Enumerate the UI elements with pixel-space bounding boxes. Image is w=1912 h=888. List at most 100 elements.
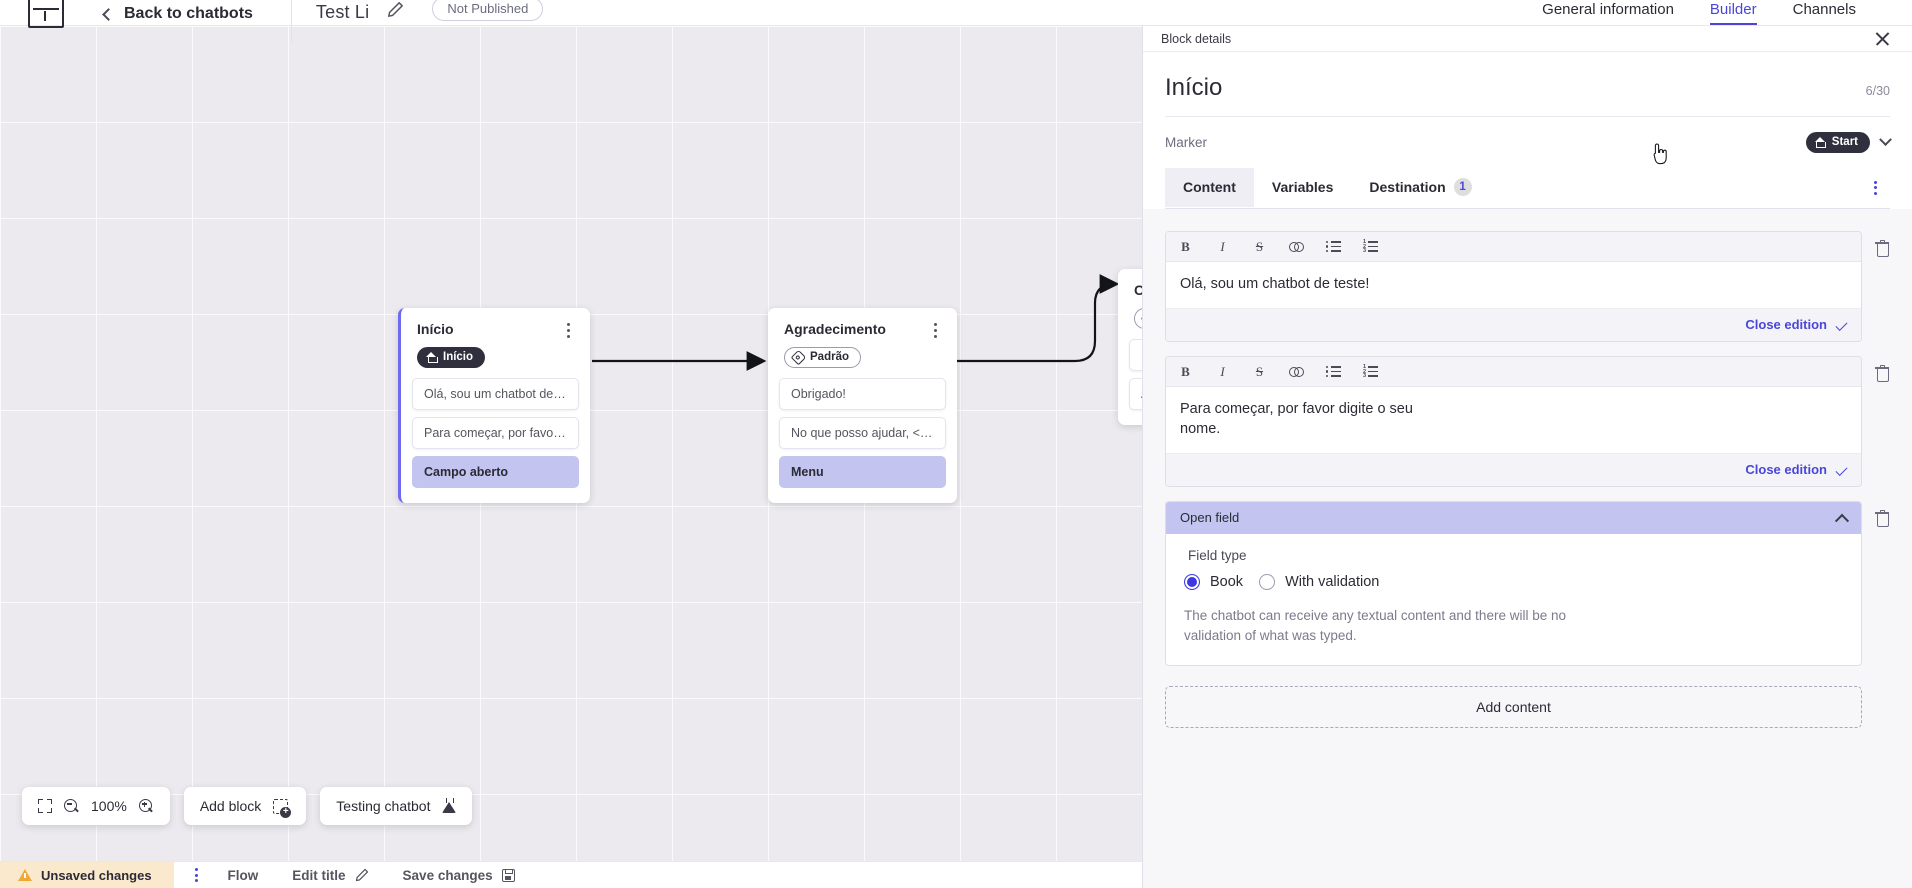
- unsaved-changes-indicator: Unsaved changes: [0, 861, 174, 888]
- header-divider: [290, 0, 292, 42]
- flow-node-agradecimento[interactable]: Agradecimento Padrão Obrigado! No que po…: [768, 308, 957, 503]
- edit-title-button[interactable]: Edit title: [292, 868, 368, 883]
- header-tabs: General information Builder Channels: [1542, 1, 1912, 25]
- open-field-description: The chatbot can receive any textual cont…: [1184, 608, 1566, 644]
- editor-text[interactable]: Para começar, por favor digite o seu nom…: [1166, 387, 1466, 453]
- radio-with-validation-label: With validation: [1285, 574, 1380, 590]
- open-field-body: Field type Book With validation The: [1166, 534, 1861, 665]
- trash-icon[interactable]: [1874, 239, 1890, 257]
- tag-icon: [790, 349, 807, 365]
- radio-book-label: Book: [1210, 574, 1244, 590]
- node-header: Agradecimento: [768, 308, 957, 339]
- node-row[interactable]: Obrigado!: [779, 378, 946, 410]
- chatbot-title: Test Li: [315, 2, 370, 22]
- tab-destination-label: Destination: [1369, 179, 1446, 195]
- bulleted-list-icon[interactable]: [1326, 240, 1341, 253]
- tab-channels[interactable]: Channels: [1792, 1, 1856, 18]
- zoom-in-icon[interactable]: [138, 798, 154, 814]
- italic-icon[interactable]: I: [1220, 364, 1225, 379]
- close-icon[interactable]: [1875, 31, 1890, 46]
- page-title: Início: [1165, 74, 1223, 101]
- home-icon: [426, 352, 438, 363]
- pencil-icon: [355, 868, 368, 882]
- open-field-header[interactable]: Open field: [1166, 502, 1861, 534]
- node-options-icon[interactable]: [560, 321, 576, 339]
- panel-more-options-icon[interactable]: [1866, 179, 1884, 197]
- node-row[interactable]: No que posso ajudar, <? $name ...: [779, 417, 946, 449]
- tab-general-information[interactable]: General information: [1542, 1, 1674, 18]
- marker-start-badge[interactable]: Start: [1805, 132, 1870, 153]
- radio-with-validation[interactable]: With validation: [1259, 574, 1379, 590]
- bold-icon[interactable]: B: [1181, 364, 1190, 379]
- panel-tabs: Content Variables Destination 1: [1165, 167, 1890, 209]
- node-row[interactable]: Para começar, por favor digite o ...: [412, 417, 579, 449]
- node-marker-row: Padrão: [768, 339, 957, 378]
- zoom-controls[interactable]: 100%: [22, 787, 170, 825]
- node-row[interactable]: Campo aberto: [412, 456, 579, 488]
- flow-button[interactable]: Flow: [228, 868, 259, 883]
- strikethrough-icon[interactable]: S: [1255, 239, 1264, 254]
- back-to-chatbots-label: Back to chatbots: [124, 5, 253, 22]
- link-icon[interactable]: [1289, 366, 1304, 377]
- tab-content[interactable]: Content: [1165, 168, 1254, 207]
- testing-chatbot-button[interactable]: Testing chatbot: [320, 787, 473, 825]
- save-changes-button[interactable]: Save changes: [403, 868, 515, 883]
- block-counter: 6/30: [1865, 84, 1890, 98]
- tab-builder[interactable]: Builder: [1709, 1, 1757, 25]
- testing-chatbot-label: Testing chatbot: [336, 798, 431, 814]
- editor-text[interactable]: Olá, sou um chatbot de teste!: [1166, 262, 1861, 308]
- node-title: Início: [417, 321, 454, 337]
- home-icon: [1814, 137, 1827, 148]
- panel-strip-label: Block details: [1161, 31, 1232, 46]
- editor-footer: Close edition: [1166, 308, 1861, 341]
- status-badge: Not Published: [432, 0, 544, 21]
- chevron-down-icon[interactable]: [1879, 133, 1892, 147]
- fit-to-screen-icon[interactable]: [38, 799, 52, 813]
- tab-variables[interactable]: Variables: [1254, 168, 1352, 207]
- tab-destination[interactable]: Destination 1: [1351, 167, 1489, 208]
- flow-node-inicio[interactable]: Início Início Olá, sou um chatbot de tes…: [398, 308, 590, 503]
- open-field-title: Open field: [1180, 510, 1240, 525]
- trash-icon[interactable]: [1874, 364, 1890, 382]
- node-marker-default-badge[interactable]: Padrão: [784, 347, 861, 368]
- status-more-options-icon[interactable]: [188, 867, 204, 883]
- italic-icon[interactable]: I: [1220, 239, 1225, 254]
- marker-select[interactable]: Start: [1805, 132, 1892, 153]
- node-marker-label: Início: [443, 351, 474, 363]
- close-edition-label: Close edition: [1745, 317, 1827, 332]
- trash-icon[interactable]: [1874, 509, 1890, 527]
- marker-value: Start: [1831, 136, 1858, 148]
- zoom-out-icon[interactable]: [64, 798, 79, 814]
- add-block-icon: [273, 798, 292, 818]
- bulleted-list-icon[interactable]: [1326, 365, 1341, 378]
- close-edition-button[interactable]: Close edition: [1745, 317, 1848, 332]
- node-title: Agradecimento: [784, 321, 886, 337]
- block-details-panel: Block details Início 6/30 Marker Start: [1142, 26, 1912, 888]
- add-content-button[interactable]: Add content: [1165, 685, 1862, 728]
- node-options-icon[interactable]: [927, 321, 943, 339]
- radio-book[interactable]: Book: [1184, 574, 1243, 590]
- chatbot-logo-icon: [28, 0, 64, 28]
- pencil-icon[interactable]: [387, 1, 404, 23]
- unsaved-changes-label: Unsaved changes: [41, 867, 152, 883]
- link-icon[interactable]: [1289, 241, 1304, 252]
- chevron-up-icon[interactable]: [1834, 513, 1850, 528]
- add-block-button[interactable]: Add block: [183, 787, 307, 825]
- flask-icon: [442, 798, 457, 814]
- field-type-radio-group: Book With validation: [1184, 574, 1843, 590]
- node-row[interactable]: Olá, sou um chatbot de teste!: [412, 378, 579, 410]
- zoom-level-label: 100%: [91, 798, 127, 814]
- radio-indicator: [1259, 574, 1276, 590]
- radio-indicator: [1184, 574, 1200, 590]
- node-marker-start-badge[interactable]: Início: [417, 347, 486, 368]
- node-row[interactable]: Menu: [779, 456, 946, 488]
- back-to-chatbots-button[interactable]: Back to chatbots: [102, 5, 253, 23]
- bold-icon[interactable]: B: [1181, 239, 1190, 254]
- close-edition-button[interactable]: Close edition: [1745, 462, 1848, 477]
- strikethrough-icon[interactable]: S: [1255, 364, 1264, 379]
